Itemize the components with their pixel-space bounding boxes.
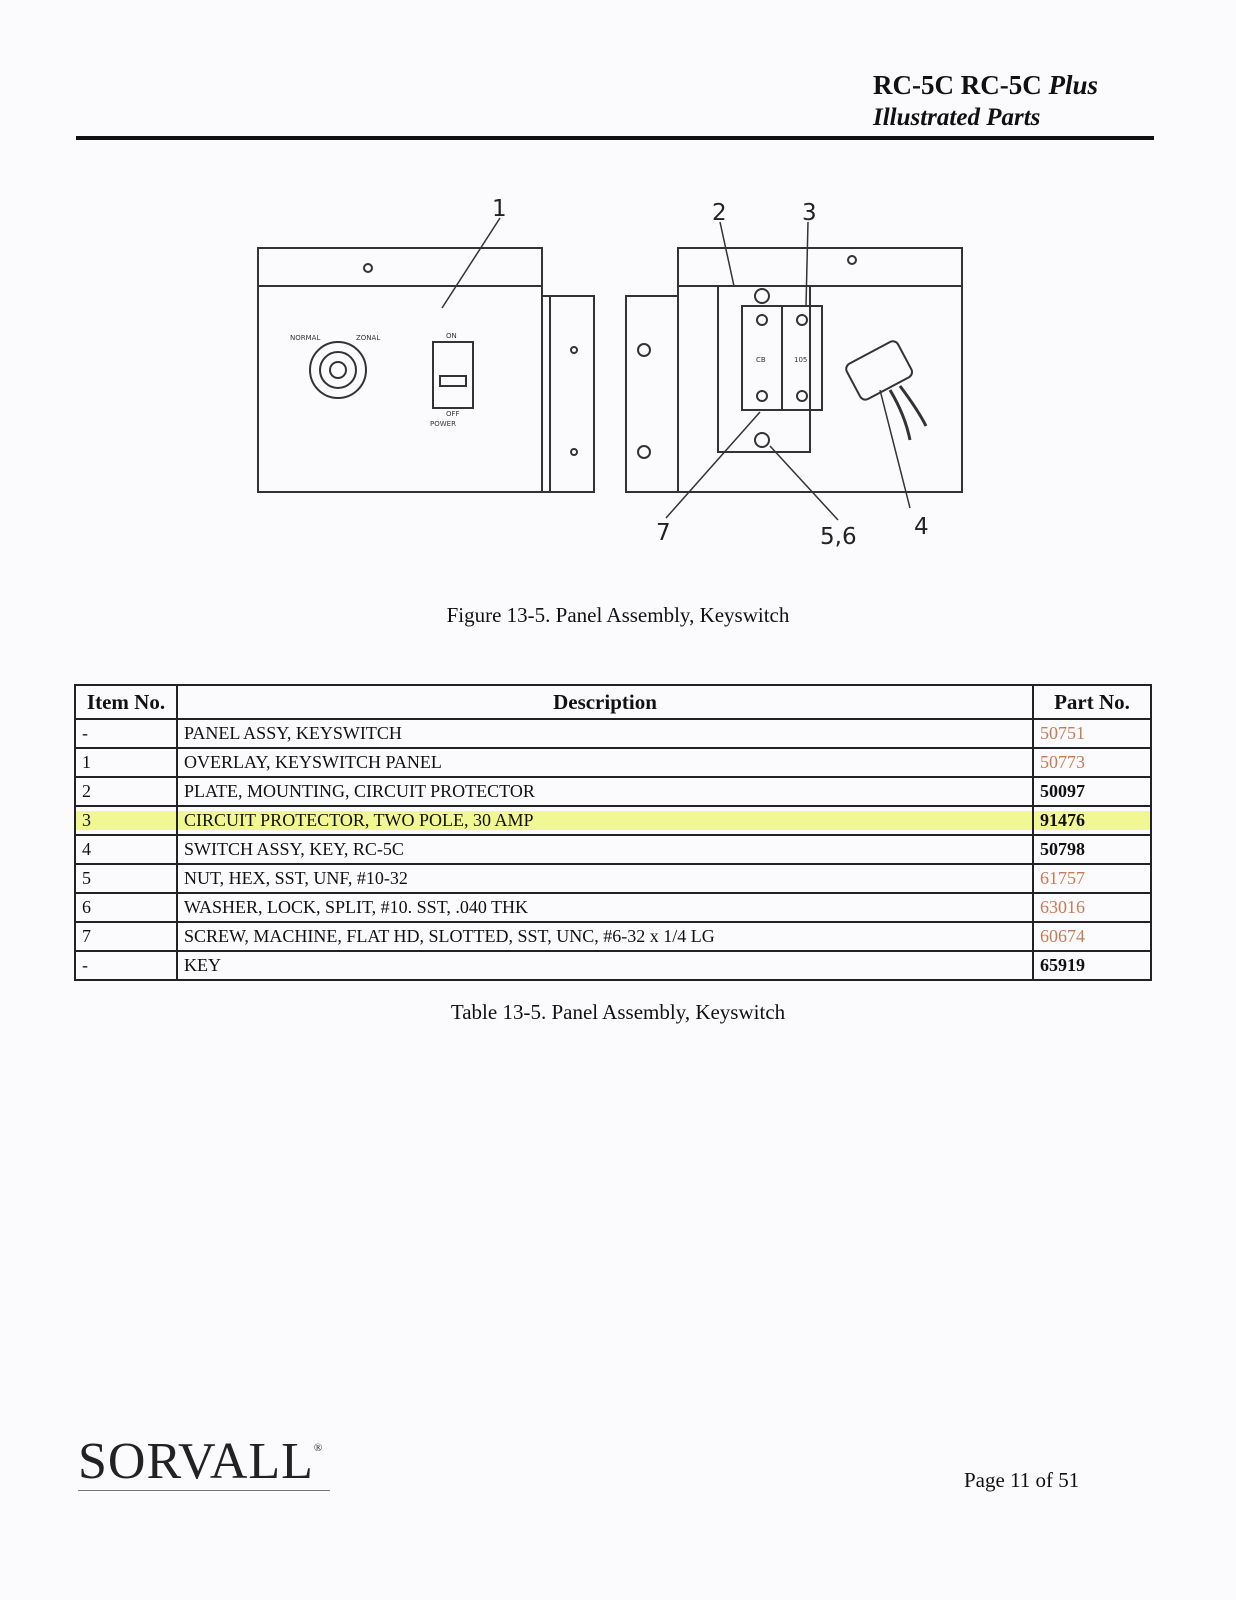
part-no-cell: 50773: [1032, 747, 1152, 778]
part-no-cell: 65919: [1032, 950, 1152, 981]
description-cell: KEY: [176, 950, 1034, 981]
sorvall-logo: SORVALL®: [78, 1433, 324, 1490]
svg-text:NORMAL: NORMAL: [290, 334, 320, 342]
description-cell: NUT, HEX, SST, UNF, #10-32: [176, 863, 1034, 894]
key-switch-assy-icon: [845, 340, 913, 401]
part-no-cell: 50097: [1032, 776, 1152, 807]
item-no-cell: 4: [74, 834, 178, 865]
svg-text:105: 105: [794, 356, 807, 364]
power-switch-icon: [432, 341, 474, 409]
callout-3: 3: [802, 200, 817, 226]
section-title: Illustrated Parts: [872, 104, 1041, 131]
callout-2: 2: [712, 200, 727, 226]
description-cell: CIRCUIT PROTECTOR, TWO POLE, 30 AMP: [176, 805, 1034, 836]
svg-text:ON: ON: [446, 332, 457, 340]
item-no-cell: 7: [74, 921, 178, 952]
header-item-no: Item No.: [74, 684, 178, 720]
part-no-cell: 50751: [1032, 718, 1152, 749]
item-no-cell: -: [74, 718, 178, 749]
item-no-cell: 6: [74, 892, 178, 923]
model-title: RC-5C RC-5C Plus: [872, 70, 1098, 100]
callout-7: 7: [656, 520, 671, 546]
part-no-cell: 60674: [1032, 921, 1152, 952]
figure-caption: Figure 13-5. Panel Assembly, Keyswitch: [446, 603, 790, 627]
item-no-cell: 5: [74, 863, 178, 894]
page-header: RC-5C RC-5C Plus Illustrated Parts: [873, 68, 1098, 134]
part-no-cell: 61757: [1032, 863, 1152, 894]
front-panel-outline: [257, 247, 543, 493]
callout-5-6: 5,6: [820, 524, 857, 550]
description-cell: SCREW, MACHINE, FLAT HD, SLOTTED, SST, U…: [176, 921, 1034, 952]
description-cell: PLATE, MOUNTING, CIRCUIT PROTECTOR: [176, 776, 1034, 807]
header-description: Description: [176, 684, 1034, 720]
mounting-plate-outline: [717, 285, 811, 453]
header-part-no: Part No.: [1032, 684, 1152, 720]
header-rule: [76, 136, 1154, 140]
callout-1: 1: [492, 196, 507, 222]
description-cell: WASHER, LOCK, SPLIT, #10. SST, .040 THK: [176, 892, 1034, 923]
item-no-cell: 3: [74, 805, 178, 836]
page-number: Page 11 of 51: [964, 1468, 1080, 1492]
item-no-cell: 1: [74, 747, 178, 778]
table-header-row: Item No. Description Part No.: [74, 684, 1152, 720]
part-no-cell: 63016: [1032, 892, 1152, 923]
part-no-cell: 91476: [1032, 805, 1152, 836]
keyswitch-icon: [309, 341, 367, 399]
part-no-cell: 50798: [1032, 834, 1152, 865]
svg-text:CB: CB: [756, 356, 766, 364]
table-caption: Table 13-5. Panel Assembly, Keyswitch: [450, 1000, 786, 1024]
description-cell: SWITCH ASSY, KEY, RC-5C: [176, 834, 1034, 865]
logo-underline: [78, 1490, 330, 1491]
svg-text:POWER: POWER: [430, 420, 456, 428]
panel-assembly-figure: NORMAL ZONAL ON OFF POWER CB 105 1 2 3 4…: [257, 196, 963, 550]
svg-text:OFF: OFF: [446, 410, 460, 418]
description-cell: OVERLAY, KEYSWITCH PANEL: [176, 747, 1034, 778]
item-no-cell: -: [74, 950, 178, 981]
svg-text:ZONAL: ZONAL: [356, 334, 380, 342]
rear-panel-outline: [677, 247, 963, 493]
description-cell: PANEL ASSY, KEYSWITCH: [176, 718, 1034, 749]
callout-4: 4: [914, 514, 929, 540]
item-no-cell: 2: [74, 776, 178, 807]
parts-table: Item No. Description Part No. -PANEL ASS…: [74, 684, 1152, 981]
